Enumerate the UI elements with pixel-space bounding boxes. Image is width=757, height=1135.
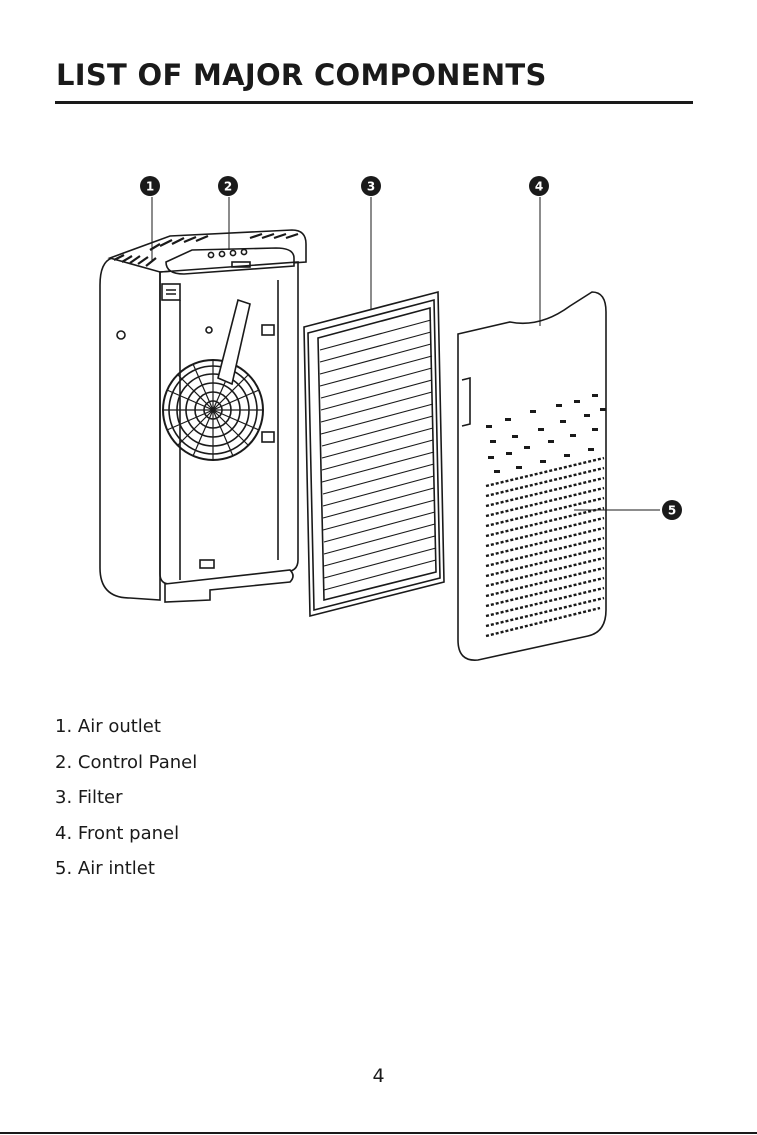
- page-title: LIST OF MAJOR COMPONENTS: [56, 58, 547, 92]
- component-item-air-outlet: 1. Air outlet: [55, 716, 197, 752]
- component-item-control-panel: 2. Control Panel: [55, 752, 197, 788]
- callout-2: 2: [218, 176, 238, 196]
- front-panel-illustration: [458, 292, 606, 660]
- callout-5-label: 5: [668, 504, 676, 518]
- callout-1-label: 1: [146, 180, 154, 194]
- component-item-filter: 3. Filter: [55, 787, 197, 823]
- callout-5: 5: [662, 500, 682, 520]
- bottom-rule: [0, 1132, 757, 1134]
- component-item-air-inlet: 5. Air intlet: [55, 858, 197, 894]
- exploded-view-diagram: 1 2 3 4 5: [0, 160, 757, 680]
- purifier-body-illustration: [100, 230, 306, 602]
- callout-3: 3: [361, 176, 381, 196]
- callout-4: 4: [529, 176, 549, 196]
- filter-illustration: [304, 292, 444, 616]
- component-item-front-panel: 4. Front panel: [55, 823, 197, 859]
- components-list: 1. Air outlet 2. Control Panel 3. Filter…: [55, 716, 197, 894]
- callout-1: 1: [140, 176, 160, 196]
- callout-2-label: 2: [224, 180, 232, 194]
- page-number: 4: [0, 1065, 757, 1087]
- callout-4-label: 4: [535, 180, 543, 194]
- callout-3-label: 3: [367, 180, 375, 194]
- title-underline: [55, 101, 693, 104]
